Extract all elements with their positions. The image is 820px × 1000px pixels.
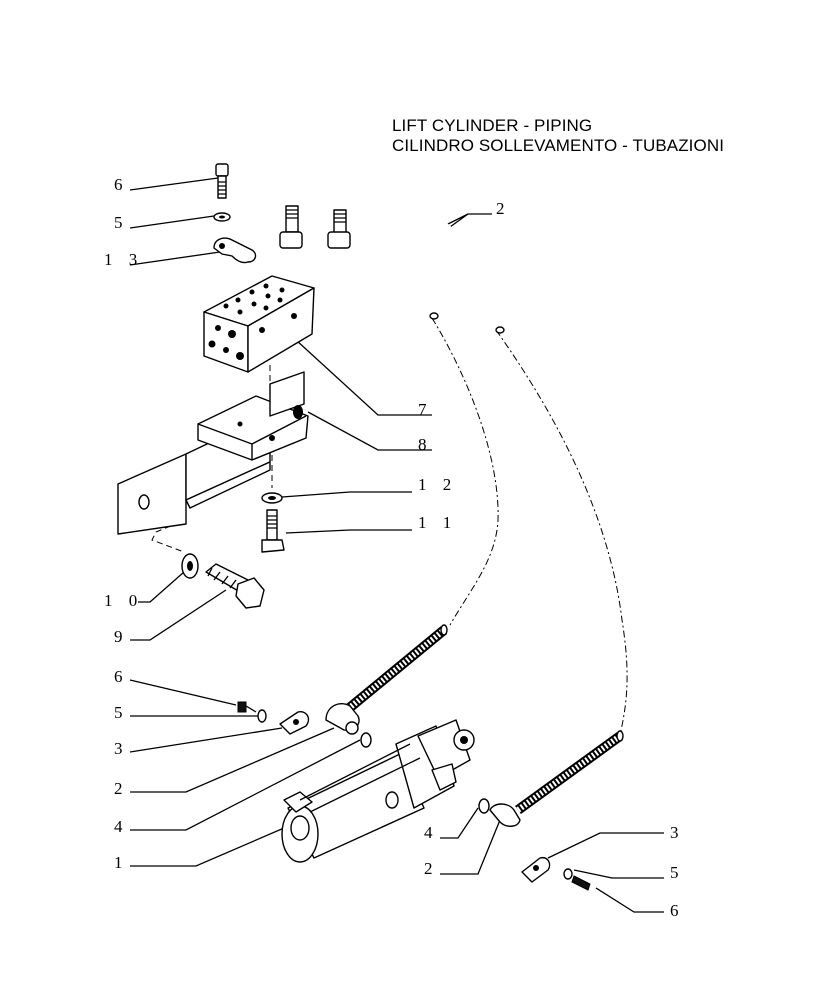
callout-6-left: 6 [114,667,129,686]
washer-10 [181,553,199,579]
callout-5-right: 5 [670,863,685,882]
washer-12 [261,492,283,504]
callout-13: 1 3 [104,250,143,269]
diagram-title-italian: CILINDRO SOLLEVAMENTO - TUBAZIONI [392,136,725,155]
callout-8: 8 [418,435,433,454]
washer-5-top [213,212,231,222]
clamp-3-left [279,711,310,735]
callout-5-left: 5 [114,703,129,722]
washer-5-right [563,868,573,880]
callout-7: 7 [418,400,433,419]
washer-4-right [478,798,490,814]
hose-2-right [489,730,624,827]
hose-routing-lines [143,317,628,736]
callout-5-top: 5 [114,213,129,232]
callout-2-top: 2 [496,199,511,218]
clamp-13 [213,237,257,264]
leader-lines [129,177,664,913]
lift-cylinder-1 [281,719,475,863]
bolt-6-right [571,875,591,891]
callout-3-left: 3 [114,739,129,758]
hose-2-left [325,624,448,735]
callout-6-right: 6 [670,901,685,920]
valve-block-7 [203,275,315,373]
pipes-2-top [279,183,505,334]
washer-5-left [257,709,267,723]
callout-2-right: 2 [424,859,439,878]
bolt-11 [261,509,285,553]
callout-9: 9 [114,627,129,646]
callout-3-right: 3 [670,823,685,842]
callout-6-top: 6 [114,175,129,194]
bolt-9 [205,563,265,609]
callout-11: 1 1 [418,513,457,532]
bracket-8 [117,371,309,535]
callout-1: 1 [114,853,129,872]
bolt-6-left [237,701,257,713]
callout-2-left: 2 [114,779,129,798]
washer-4-left [360,732,372,748]
callout-numbers: 6 5 1 3 2 7 8 1 2 1 1 1 0 9 6 5 3 2 4 1 … [104,175,685,920]
clamp-3-right [521,856,551,883]
callout-4-left: 4 [114,817,129,836]
callout-4-right: 4 [424,823,439,842]
bolt-6-top [215,163,229,199]
callout-12: 1 2 [418,475,457,494]
callout-10: 1 0 [104,591,143,610]
diagram-title-english: LIFT CYLINDER - PIPING [392,116,593,135]
